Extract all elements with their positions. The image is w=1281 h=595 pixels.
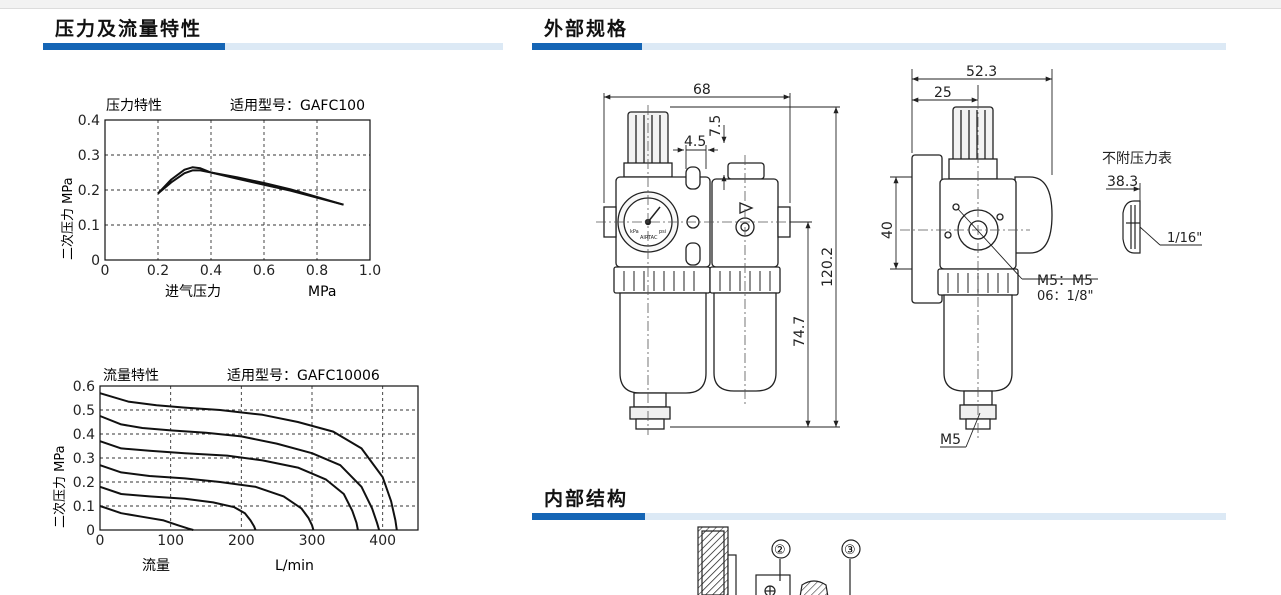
section-rule-external-spec [532, 43, 1226, 50]
pressure-chart-ylabel: 二次压力 MPa [60, 177, 76, 260]
flow-ytick-3: 0.3 [73, 451, 95, 467]
internal-structure-drawing: ② ③ [697, 526, 861, 595]
dim-4-5: 4.5 [684, 134, 706, 150]
flow-ytick-4: 0.4 [73, 427, 95, 443]
pressure-ytick-0: 0 [91, 253, 100, 269]
pressure-xtick-1: 0.2 [147, 263, 169, 279]
section-title-pressure-flow: 压力及流量特性 [55, 18, 203, 40]
pressure-xtick-5: 1.0 [359, 263, 381, 279]
toolbar-strip [0, 0, 1281, 9]
gauge-unit-left: kPa [630, 229, 639, 235]
pressure-chart-xunit: MPa [308, 284, 336, 300]
flow-xtick-1: 100 [157, 533, 184, 549]
flow-characteristic-chart: 流量特性 适用型号：GAFC10006 二次压力 MPa 流量 L/min 0 1… [52, 368, 419, 574]
pressure-series-line-1 [157, 169, 344, 206]
flow-series-line-5 [99, 505, 194, 531]
flow-ytick-2: 0.2 [73, 475, 95, 491]
front-view [603, 111, 791, 430]
flow-xtick-2: 200 [228, 533, 255, 549]
flow-chart-ylabel: 二次压力 MPa [52, 445, 68, 528]
flow-chart-model: 适用型号：GAFC10006 [227, 368, 380, 384]
dim-7-5: 7.5 [708, 115, 724, 137]
flow-series-line-4 [99, 485, 257, 531]
thread-label: 1/16" [1167, 231, 1202, 246]
pressure-ytick-1: 0.1 [78, 218, 100, 234]
port-label-2: 06：1/8" [1037, 289, 1093, 304]
pressure-characteristic-chart: 压力特性 适用型号：GAFC100 二次压力 MPa 进气压力 MPa 0 0.2… [60, 98, 381, 300]
section-title-external-spec: 外部规格 [544, 18, 629, 40]
external-dimension-drawing: AIRTAC kPa psi 68 4.5 7.5 120.2 74.7 [596, 64, 1202, 448]
flow-ytick-0: 0 [86, 523, 95, 539]
flow-ytick-1: 0.1 [73, 499, 95, 515]
dim-52-3: 52.3 [966, 64, 997, 80]
pressure-ytick-2: 0.2 [78, 183, 100, 199]
dim-40: 40 [880, 221, 896, 239]
flow-ytick-6: 0.6 [73, 379, 95, 395]
gauge-brand: AIRTAC [640, 235, 658, 241]
pressure-chart-model: 适用型号：GAFC100 [230, 98, 365, 114]
pressure-ytick-3: 0.3 [78, 148, 100, 164]
flow-plot-frame [99, 385, 419, 531]
pressure-chart-label: 压力特性 [106, 98, 162, 114]
flow-chart-xunit: L/min [275, 558, 314, 574]
drain-label: M5 [940, 432, 961, 448]
dim-74-7: 74.7 [792, 316, 808, 347]
pressure-xtick-4: 0.8 [306, 263, 328, 279]
pressure-ytick-4: 0.4 [78, 113, 100, 129]
side-view [911, 106, 1053, 430]
port-label-1: M5：M5 [1037, 273, 1093, 289]
flow-xtick-3: 300 [299, 533, 326, 549]
plug-detail [1122, 200, 1141, 254]
gauge-unit-right: psi [659, 229, 666, 235]
pressure-xtick-0: 0 [101, 263, 110, 279]
flow-series-line-1 [99, 415, 381, 531]
section-rule-internal-structure [532, 513, 1226, 520]
pressure-xtick-2: 0.4 [200, 263, 222, 279]
flow-chart-xlabel: 流量 [142, 558, 170, 574]
dim-25: 25 [934, 85, 952, 101]
pressure-chart-xlabel: 进气压力 [165, 284, 221, 300]
section-title-internal-structure: 内部结构 [544, 488, 629, 510]
flow-series-line-0 [99, 392, 398, 531]
flow-xtick-0: 0 [96, 533, 105, 549]
section-rule-pressure-flow [43, 43, 503, 50]
flow-series-line-3 [99, 464, 315, 531]
pressure-xtick-3: 0.6 [253, 263, 275, 279]
flow-xtick-4: 400 [369, 533, 396, 549]
pressure-plot-frame [104, 119, 371, 261]
flow-chart-label: 流量特性 [103, 368, 159, 384]
dim-68: 68 [693, 82, 711, 98]
dim-38-3: 38.3 [1107, 174, 1138, 190]
callout-3: ③ [844, 543, 856, 558]
flow-ytick-5: 0.5 [73, 403, 95, 419]
no-gauge-label: 不附压力表 [1102, 151, 1172, 167]
dim-120-2: 120.2 [820, 247, 836, 287]
flow-series-line-2 [99, 440, 359, 531]
callout-2: ② [774, 543, 786, 558]
